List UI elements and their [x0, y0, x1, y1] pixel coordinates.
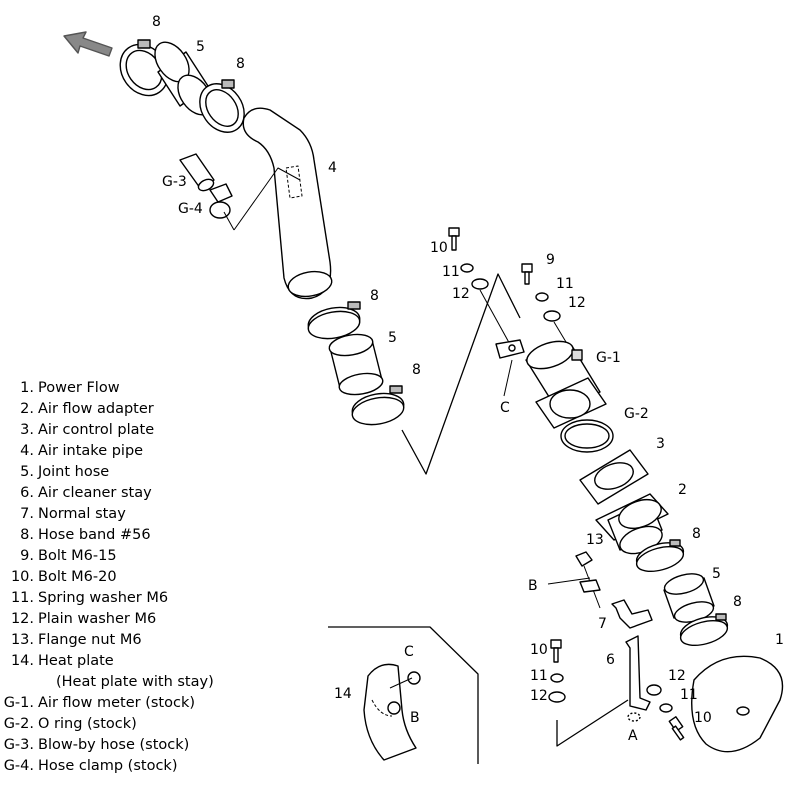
normal-stay	[611, 599, 653, 629]
hose-band-mid-1	[307, 301, 361, 340]
legend-row: 2.Air flow adapter	[20, 401, 154, 417]
airflow-arrow-icon	[63, 31, 113, 57]
legend-row: 3.Air control plate	[20, 422, 155, 438]
callout-10: 10	[530, 642, 548, 658]
callout-8: 8	[692, 526, 701, 542]
callout-8: 8	[152, 14, 161, 30]
callout-5: 5	[196, 39, 205, 55]
callout-8: 8	[412, 362, 421, 378]
air-cleaner-stay	[625, 635, 651, 711]
air-intake-pipe	[233, 107, 333, 300]
plain-washer-12-b	[543, 310, 561, 322]
callout-8: 8	[236, 56, 245, 72]
legend-row: 9.Bolt M6-15	[20, 548, 117, 564]
air-control-plate	[579, 449, 649, 505]
point-a-marker	[627, 712, 641, 722]
callout-c: C	[500, 400, 510, 416]
flange-nut-13	[575, 551, 593, 567]
bolt-10-low-left	[550, 639, 562, 663]
callout-b: B	[528, 578, 538, 594]
connection-line-2	[556, 699, 629, 747]
hose-band-mid-2	[351, 385, 405, 426]
spring-washer-11-a	[460, 263, 474, 273]
connection-line-1	[401, 273, 521, 475]
callout-g-1: G-1	[596, 350, 621, 366]
callout-8: 8	[733, 594, 742, 610]
callout-11: 11	[680, 687, 698, 703]
hose-band-low-1	[635, 539, 685, 573]
air-flow-meter	[525, 340, 607, 429]
callout-11: 11	[556, 276, 574, 292]
legend-row: G-4.Hose clamp (stock)	[3, 758, 178, 774]
callout-a: A	[628, 728, 638, 744]
hose-clamp-stock	[209, 183, 235, 231]
callout-1: 1	[775, 632, 784, 648]
bolt-line-a	[479, 289, 513, 349]
callout-11: 11	[442, 264, 460, 280]
callout-g-3: G-3	[162, 174, 187, 190]
callout-5: 5	[712, 566, 721, 582]
hose-band-top-2	[199, 79, 245, 133]
inset-frame	[328, 626, 479, 764]
callout-12: 12	[452, 286, 470, 302]
legend-row: G-3.Blow-by hose (stock)	[3, 737, 190, 753]
callout-3: 3	[656, 436, 665, 452]
callout-13: 13	[586, 532, 604, 548]
bolt-10-top	[448, 227, 460, 251]
callout-5: 5	[388, 330, 397, 346]
callout-6: 6	[606, 652, 615, 668]
plain-washer-12-a	[471, 278, 489, 290]
callout-12: 12	[530, 688, 548, 704]
legend-row: G-1.Air flow meter (stock)	[3, 695, 196, 711]
callout-2: 2	[678, 482, 687, 498]
bolt-9	[521, 263, 533, 285]
callout-4: 4	[328, 160, 337, 176]
legend-row: G-2.O ring (stock)	[3, 716, 137, 732]
callout-7: 7	[598, 616, 607, 632]
legend-row: 11.Spring washer M6	[10, 590, 169, 606]
bolt-10-low-right	[668, 716, 685, 741]
callout-14: 14	[334, 686, 352, 702]
legend-row: (Heat plate with stay)	[56, 674, 214, 690]
legend-row: 8.Hose band #56	[20, 527, 151, 543]
hose-band-low-2	[679, 613, 729, 647]
legend-row: 1.Power Flow	[20, 380, 120, 396]
spring-washer-11-b	[535, 292, 549, 302]
legend-row: 7.Normal stay	[20, 506, 126, 522]
callout-11: 11	[530, 668, 548, 684]
callout-10: 10	[694, 710, 712, 726]
callout-12: 12	[668, 668, 686, 684]
callout-b-inset: B	[410, 710, 420, 726]
plain-washer-12-d	[646, 684, 662, 696]
callout-9: 9	[546, 252, 555, 268]
callout-c-inset: C	[404, 644, 414, 660]
heat-plate	[363, 663, 421, 761]
legend-row: 13.Flange nut M6	[10, 632, 142, 648]
legend-row: 6.Air cleaner stay	[20, 485, 152, 501]
callout-g-4: G-4	[178, 201, 203, 217]
legend-row: 4.Air intake pipe	[20, 443, 144, 459]
air-flow-adapter	[595, 493, 669, 555]
legend-row: 5.Joint hose	[20, 464, 110, 480]
blow-by-hose	[179, 153, 215, 192]
legend-row: 10.Bolt M6-20	[10, 569, 117, 585]
callout-labels: 8 5 8 4 G-3 G-4 8 5 8 10 11 12 9 11 12 G…	[152, 14, 784, 744]
bracket-b	[579, 579, 601, 593]
power-flow-filter	[691, 655, 784, 753]
callout-10: 10	[430, 240, 448, 256]
spring-washer-11-c	[550, 673, 564, 683]
legend-row: 14.Heat plate	[10, 653, 114, 669]
plain-washer-12-c	[548, 691, 566, 703]
spring-washer-11-d	[659, 703, 673, 713]
parts-legend: 1.Power Flow 2.Air flow adapter 3.Air co…	[2, 378, 262, 777]
joint-hose-mid	[328, 333, 384, 396]
callout-8: 8	[370, 288, 379, 304]
callout-12: 12	[568, 295, 586, 311]
o-ring	[560, 419, 614, 453]
legend-row: 12.Plain washer M6	[10, 611, 157, 627]
callout-g-2: G-2	[624, 406, 649, 422]
